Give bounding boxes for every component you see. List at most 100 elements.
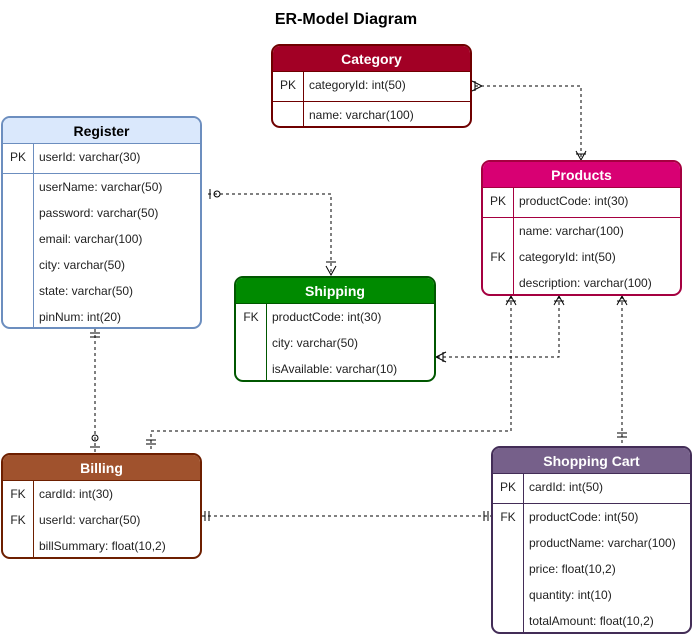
connector-category-products (471, 80, 587, 162)
attribute-label: userName: varchar(50) (39, 180, 163, 194)
entity-header: Category (273, 46, 470, 72)
key-label: FK (500, 510, 516, 524)
attribute-label: city: varchar(50) (272, 336, 359, 350)
attribute-label: categoryId: int(50) (519, 250, 616, 264)
attribute-row: productName: varchar(100) (493, 530, 690, 556)
key-label: PK (499, 480, 516, 494)
attribute-label: price: float(10,2) (529, 562, 616, 576)
entity-header: Shopping Cart (493, 448, 690, 474)
attribute-row: FK cardId: int(30) (3, 481, 200, 507)
entity-category[interactable]: Category PK categoryId: int(50) name: va… (271, 44, 472, 128)
attribute-label: cardId: int(30) (39, 487, 114, 501)
attribute-label: billSummary: float(10,2) (39, 539, 166, 553)
key-label: PK (489, 194, 506, 208)
connector-products-billing (146, 294, 517, 452)
zero-circle-icon (213, 190, 221, 198)
attribute-label: pinNum: int(20) (39, 310, 122, 324)
attribute-label: cardId: int(50) (529, 480, 604, 494)
key-separator (273, 101, 470, 102)
key-column-divider (523, 474, 524, 632)
key-label: PK (279, 78, 296, 92)
entity-shopping-cart[interactable]: Shopping Cart PK cardId: int(50) FK prod… (491, 446, 692, 634)
attribute-row: description: varchar(100) (483, 270, 680, 294)
attribute-row: FK productCode: int(50) (493, 504, 690, 530)
key-column-divider (513, 188, 514, 294)
key-label: FK (10, 487, 26, 501)
entity-header: Shipping (236, 278, 434, 304)
attribute-row: PK categoryId: int(50) (273, 72, 470, 98)
key-column-divider (33, 481, 34, 557)
entity-shipping[interactable]: Shipping FK productCode: int(30) city: v… (234, 276, 436, 382)
connector-billing-cart (202, 511, 491, 521)
attribute-label: totalAmount: float(10,2) (529, 614, 654, 628)
zero-circle-icon (91, 434, 99, 442)
attribute-row: PK userId: varchar(30) (3, 144, 200, 170)
key-label: FK (243, 310, 259, 324)
entity-header: Billing (3, 455, 200, 481)
attribute-label: email: varchar(100) (39, 232, 143, 246)
attribute-label: productCode: int(30) (272, 310, 382, 324)
attribute-label: categoryId: int(50) (309, 78, 406, 92)
key-label: FK (10, 513, 26, 527)
connector-register-billing (90, 329, 100, 453)
key-column-divider (33, 144, 34, 327)
attribute-label: city: varchar(50) (39, 258, 126, 272)
attribute-row: PK cardId: int(50) (493, 474, 690, 500)
one-bar-icon (90, 332, 100, 338)
key-column-divider (266, 304, 267, 380)
attribute-label: userId: varchar(30) (39, 150, 141, 164)
attribute-row: billSummary: float(10,2) (3, 533, 200, 557)
attribute-label: userId: varchar(50) (39, 513, 141, 527)
entity-header: Products (483, 162, 680, 188)
key-column-divider (303, 72, 304, 126)
connector-products-cart (616, 294, 628, 446)
key-label: FK (490, 250, 506, 264)
attribute-row: state: varchar(50) (3, 278, 200, 304)
attribute-row: isAvailable: varchar(10) (236, 356, 434, 380)
one-bar-icon (483, 511, 489, 521)
attribute-row: FK categoryId: int(50) (483, 244, 680, 270)
attribute-label: productCode: int(50) (529, 510, 639, 524)
attribute-row: city: varchar(50) (236, 330, 434, 356)
entity-products[interactable]: Products PK productCode: int(30) name: v… (481, 160, 682, 296)
attribute-label: description: varchar(100) (519, 276, 652, 290)
one-bar-icon (204, 511, 210, 521)
attribute-label: productName: varchar(100) (529, 536, 676, 550)
entity-register[interactable]: Register PK userId: varchar(30) userName… (1, 116, 202, 329)
attribute-label: name: varchar(100) (519, 224, 624, 238)
attribute-row: price: float(10,2) (493, 556, 690, 582)
attribute-row: name: varchar(100) (273, 102, 470, 126)
entity-header: Register (3, 118, 200, 144)
attribute-row: email: varchar(100) (3, 226, 200, 252)
attribute-row: userName: varchar(50) (3, 174, 200, 200)
key-separator (3, 173, 200, 174)
one-bar-icon (146, 439, 156, 445)
key-label: PK (9, 150, 26, 164)
diagram-title: ER-Model Diagram (274, 11, 418, 28)
key-separator (493, 503, 690, 504)
crow-foot-many-icon (471, 80, 484, 92)
crow-foot-many-icon (325, 261, 337, 277)
attribute-row: totalAmount: float(10,2) (493, 608, 690, 632)
attribute-row: quantity: int(10) (493, 582, 690, 608)
attribute-row: PK productCode: int(30) (483, 188, 680, 214)
entity-billing[interactable]: Billing FK cardId: int(30) FK userId: va… (1, 453, 202, 559)
attribute-row: pinNum: int(20) (3, 304, 200, 327)
crow-foot-many-icon (434, 351, 447, 363)
crow-foot-many-icon (553, 294, 565, 306)
attribute-label: name: varchar(100) (309, 108, 414, 122)
attribute-row: password: varchar(50) (3, 200, 200, 226)
attribute-label: quantity: int(10) (529, 588, 612, 602)
attribute-label: productCode: int(30) (519, 194, 629, 208)
one-bar-icon (617, 432, 627, 438)
attribute-row: FK userId: varchar(50) (3, 507, 200, 533)
crow-foot-many-icon (616, 294, 628, 306)
attribute-label: state: varchar(50) (39, 284, 134, 298)
attribute-row: FK productCode: int(30) (236, 304, 434, 330)
attribute-row: city: varchar(50) (3, 252, 200, 278)
attribute-label: password: varchar(50) (39, 206, 159, 220)
connector-products-shipping (434, 294, 565, 363)
connector-register-shipping (208, 189, 337, 277)
key-separator (483, 217, 680, 218)
